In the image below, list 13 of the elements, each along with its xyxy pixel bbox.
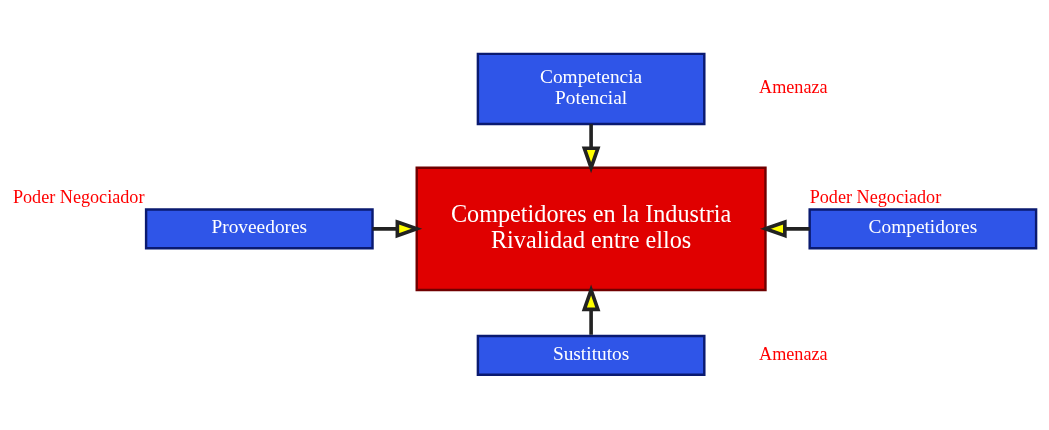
arrow (759, 219, 810, 238)
arrow (581, 123, 601, 173)
node-label: Poder Negociador (12, 186, 145, 207)
node-box: Competidores en la Industria Rivalidad entre ellos (415, 165, 767, 291)
node-label: Amenaza (759, 343, 828, 364)
node-box: Competidores (808, 207, 1038, 249)
arrow (581, 283, 601, 335)
node-label: Amenaza (759, 76, 828, 97)
node-box: Sustitutos (476, 334, 706, 376)
arrow (372, 219, 423, 238)
node-box: Proveedores (144, 207, 374, 249)
node-label: Poder Negociador (809, 186, 942, 207)
node-box: Competencia Potencial (476, 52, 706, 125)
